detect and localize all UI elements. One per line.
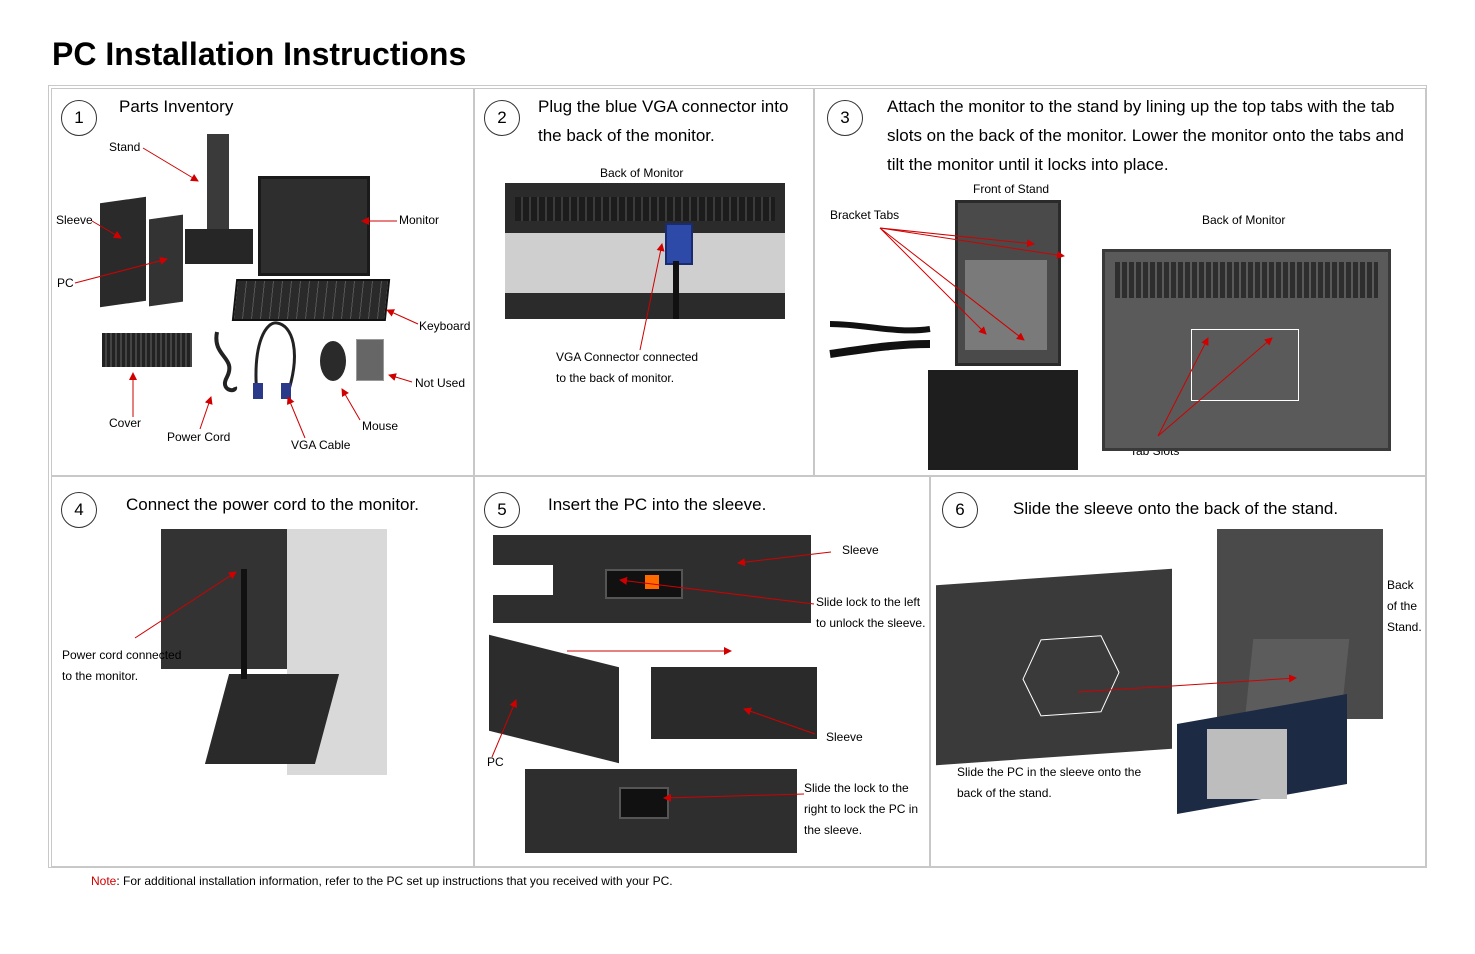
- bracket-tabs-label: Bracket Tabs: [830, 208, 900, 222]
- step-6-panel: 6 Slide the sleeve onto the back of the …: [930, 476, 1426, 867]
- not-used-item-image: [356, 339, 384, 381]
- note-label: Note: [91, 874, 117, 888]
- sleeve-image: [100, 196, 146, 308]
- lock-label-line-3: the sleeve.: [804, 823, 863, 837]
- step-number-badge: 4: [61, 492, 97, 528]
- step-heading-line-2: slots on the back of the monitor. Lower …: [887, 126, 1404, 145]
- slide-pc-label-line-1: Slide the PC in the sleeve onto the: [957, 765, 1142, 779]
- sleeve-top-label: Sleeve: [842, 543, 879, 557]
- sleeve-lock-image: [525, 769, 797, 853]
- stand-image: [185, 134, 253, 264]
- stand-back-image: [1177, 529, 1383, 829]
- keyboard-image: [231, 279, 391, 321]
- keyboard-label: Keyboard: [419, 319, 471, 333]
- power-cord-image: [214, 331, 238, 393]
- step-number-badge: 5: [484, 492, 520, 528]
- stand-label: Stand: [109, 140, 141, 154]
- cover-label: Cover: [109, 416, 142, 430]
- step-heading: Slide the sleeve onto the back of the st…: [1013, 499, 1339, 518]
- front-of-stand-label: Front of Stand: [973, 182, 1050, 196]
- step-number-badge: 2: [484, 100, 520, 136]
- monitor-back-image: [1102, 249, 1391, 451]
- pc-image: [149, 214, 183, 307]
- sleeve-label: Sleeve: [56, 213, 93, 227]
- back-of-stand-label-line-3: Stand.: [1387, 620, 1422, 634]
- sleeve-with-pc-image: [936, 568, 1172, 766]
- power-cord-connection-image: [161, 529, 387, 775]
- page-title: PC Installation Instructions: [52, 36, 467, 72]
- monitor-label: Monitor: [399, 213, 440, 227]
- unlock-label-line-1: Slide lock to the left: [816, 595, 921, 609]
- step-heading: Parts Inventory: [119, 97, 234, 116]
- mouse-label: Mouse: [362, 419, 399, 433]
- vga-connector-label-line-1: VGA Connector connected: [556, 350, 699, 364]
- pc-unit-image: [489, 634, 619, 764]
- cover-image: [102, 333, 192, 367]
- step-2-panel: 2 Plug the blue VGA connector into the b…: [474, 88, 814, 476]
- step-heading: Connect the power cord to the monitor.: [126, 495, 419, 514]
- step-5-panel: 5 Insert the PC into the sleeve. Sleeve …: [474, 476, 930, 867]
- step-number-badge: 3: [827, 100, 863, 136]
- sleeve-open-image: [651, 667, 817, 739]
- sleeve-unlock-image: [493, 535, 811, 623]
- footer-note: Note: For additional installation inform…: [91, 874, 673, 888]
- pc-label: PC: [487, 755, 504, 769]
- vga-cable-image: [253, 321, 296, 399]
- lock-label-line-1: Slide the lock to the: [804, 781, 909, 795]
- step-heading-line-3: tilt the monitor until it locks into pla…: [887, 155, 1169, 174]
- step-3-panel: 3 Attach the monitor to the stand by lin…: [814, 88, 1426, 476]
- step-heading-line-1: Plug the blue VGA connector into: [538, 97, 789, 116]
- step-heading-line-2: the back of the monitor.: [538, 126, 715, 145]
- power-cord-label: Power Cord: [167, 430, 231, 444]
- step-heading: Insert the PC into the sleeve.: [548, 495, 767, 514]
- step-number-badge: 1: [61, 100, 97, 136]
- step-number-badge: 6: [942, 492, 978, 528]
- note-text: : For additional installation informatio…: [116, 874, 673, 888]
- step-heading-line-1: Attach the monitor to the stand by linin…: [887, 97, 1395, 116]
- unlock-label-line-2: to unlock the sleeve.: [816, 616, 926, 630]
- back-of-stand-label-line-1: Back: [1387, 578, 1414, 592]
- step-4-panel: 4 Connect the power cord to the monitor.…: [51, 476, 474, 867]
- back-of-stand-label-line-2: of the: [1387, 599, 1418, 613]
- sleeve-middle-label: Sleeve: [826, 730, 863, 744]
- not-used-label: Not Used: [415, 376, 466, 390]
- vga-cable-label: VGA Cable: [291, 438, 351, 452]
- step-1-panel: 1 Parts Inventory Stand Sleeve PC Monito…: [51, 88, 474, 476]
- lock-label-line-2: right to lock the PC in: [804, 802, 919, 816]
- stand-front-image: [920, 200, 1078, 474]
- instruction-grid: [48, 85, 1427, 868]
- monitor-back-vga-image: [505, 183, 785, 319]
- back-of-monitor-label: Back of Monitor: [600, 166, 684, 180]
- pc-label: PC: [57, 276, 74, 290]
- stand-cables-image: [829, 321, 931, 358]
- power-cord-connected-label-line-2: to the monitor.: [62, 669, 139, 683]
- vga-connector-label-line-2: to the back of monitor.: [556, 371, 675, 385]
- slide-pc-label-line-2: back of the stand.: [957, 786, 1052, 800]
- power-cord-connected-label-line-1: Power cord connected: [62, 648, 182, 662]
- mouse-image: [320, 341, 346, 381]
- back-of-monitor-label: Back of Monitor: [1202, 213, 1286, 227]
- monitor-image: [258, 176, 370, 276]
